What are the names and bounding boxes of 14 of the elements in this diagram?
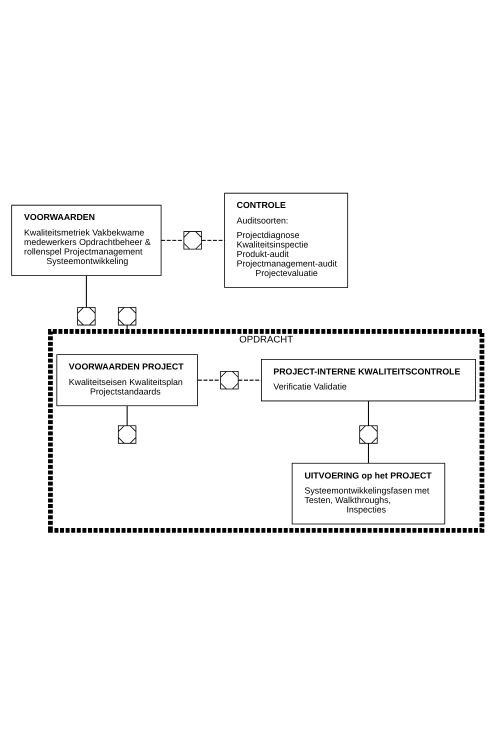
- node-box: VOORWAARDEN PROJECT Kwaliteitseisen Kwaliteitsplan Projectstandaards: [56, 354, 198, 406]
- node-box: PROJECT-INTERNE KWALITEITSCONTROLE Verificatie Validatie: [260, 358, 476, 401]
- connector: [126, 324, 128, 331]
- connector: [161, 239, 184, 240]
- connector: [86, 275, 87, 307]
- connector: [126, 405, 128, 426]
- connector: [198, 379, 221, 380]
- connector: [202, 239, 225, 240]
- node-box: VOORWAARDEN Kwaliteitsmetriek Vakbekwame medewerkers Opdrachtbeheer & rollenspel Projectmanagement Systeemontwikkeling: [11, 204, 162, 276]
- connector: [238, 379, 262, 380]
- node-box: CONTROLE Auditsoorten: Projectdiagnose Kwaliteitsinspectie Produkt-audit Projectmanagement-audit Projectevaluatie: [224, 192, 348, 288]
- node-box: UITVOERING op het PROJECT Systeemontwikkelingsfasen met Testen, Walkthroughs, Inspecties: [292, 462, 446, 524]
- connector: [368, 442, 369, 463]
- connector: [368, 400, 369, 426]
